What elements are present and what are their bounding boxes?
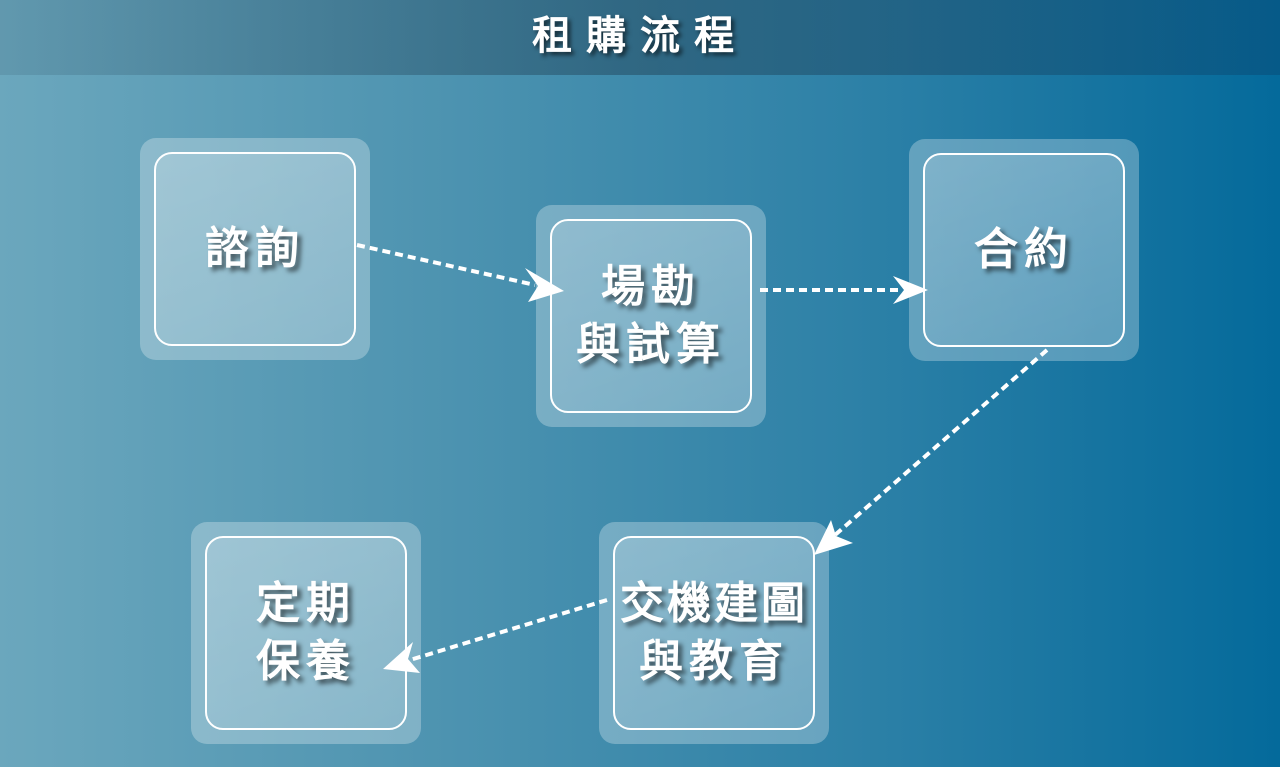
step-label: 諮詢	[205, 223, 305, 274]
step-label: 與教育	[639, 636, 789, 687]
page-title: 租購流程	[532, 13, 748, 59]
arrowhead-icon	[383, 642, 420, 673]
step-delivery: 交機建圖與教育	[599, 522, 829, 744]
step-label: 交機建圖	[620, 578, 808, 629]
arrowhead-icon	[525, 268, 564, 302]
step-label: 定期	[256, 578, 356, 629]
step-maintenance: 定期保養	[191, 522, 421, 744]
arrow-delivery-to-maintenance	[409, 598, 608, 662]
arrowhead-icon	[814, 520, 853, 555]
arrowhead-icon	[893, 276, 928, 304]
step-contract: 合約	[909, 139, 1139, 361]
arrow-contract-to-delivery	[833, 348, 1049, 537]
step-label: 保養	[256, 636, 356, 687]
step-consult: 諮詢	[140, 138, 370, 360]
arrow-consult-to-survey	[356, 243, 536, 287]
step-label: 場勘	[601, 261, 701, 312]
step-label: 與試算	[576, 319, 726, 370]
step-survey: 場勘與試算	[536, 205, 766, 427]
title-bar	[0, 0, 1280, 75]
step-label: 合約	[974, 224, 1074, 275]
